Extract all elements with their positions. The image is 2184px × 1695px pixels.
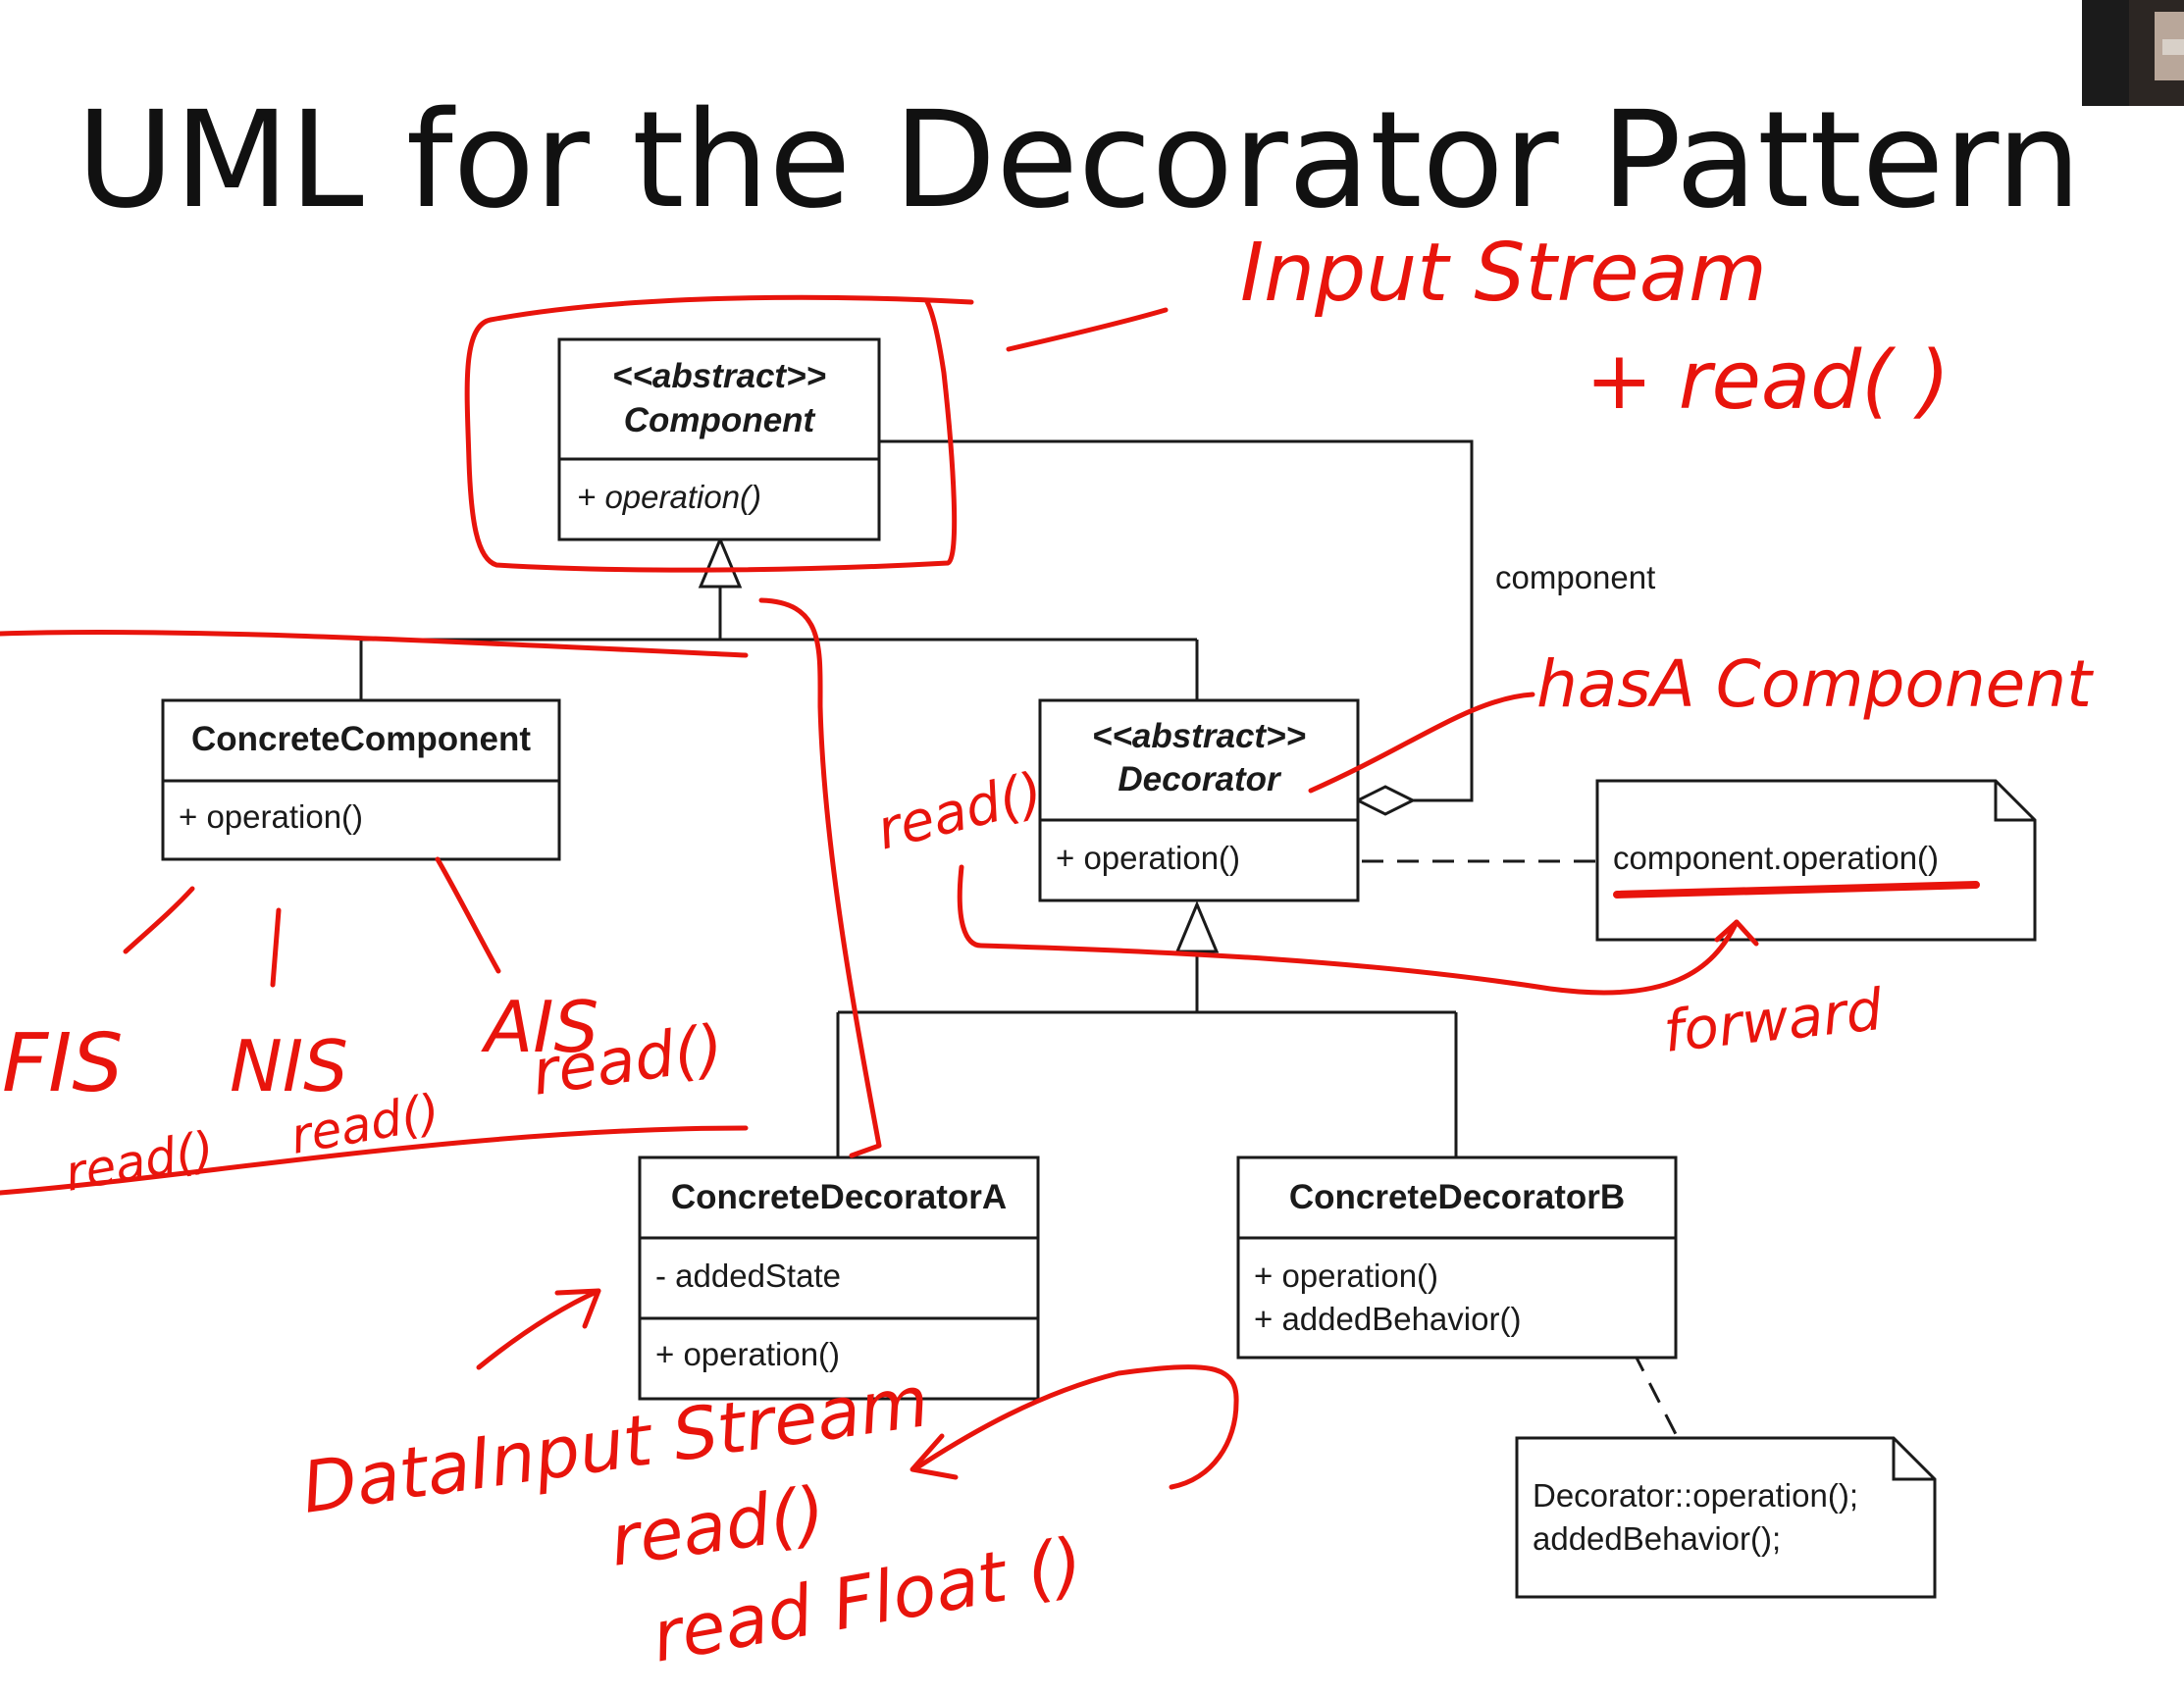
concrete-decorator-b-name: ConcreteDecoratorB <box>1289 1178 1625 1216</box>
aggregation-diamond <box>1354 785 1417 816</box>
ink-read-fis: read() <box>61 1120 218 1203</box>
concrete-decorator-b-method1: + operation() <box>1254 1258 1438 1294</box>
concrete-decorator-a-method: + operation() <box>655 1336 840 1372</box>
ink-nis: NIS <box>230 1025 348 1107</box>
decorator-stereotype: <<abstract>> <box>1092 717 1306 755</box>
class-concrete-decorator-a: ConcreteDecoratorA - addedState + operat… <box>638 1156 1040 1401</box>
inheritance-arrow-decorator <box>1174 900 1220 953</box>
decorator-name: Decorator <box>1118 760 1282 798</box>
component-name: Component <box>624 401 816 439</box>
ink-read-decorator: read() <box>871 760 1050 862</box>
inheritance-arrow-component <box>698 536 743 589</box>
note2-line1: Decorator::operation(); <box>1533 1477 1858 1514</box>
note-decorator-b: Decorator::operation(); addedBehavior(); <box>1515 1436 1937 1599</box>
note1-text: component.operation() <box>1613 840 1939 876</box>
concrete-decorator-a-name: ConcreteDecoratorA <box>671 1178 1007 1216</box>
ink-strokes <box>0 294 1980 1490</box>
class-concrete-decorator-b: ConcreteDecoratorB + operation() + added… <box>1236 1156 1678 1360</box>
association-label: component <box>1495 559 1655 595</box>
concrete-decorator-b-method2: + addedBehavior() <box>1254 1301 1521 1337</box>
concrete-component-name: ConcreteComponent <box>191 720 531 758</box>
ink-fis: FIS <box>2 1017 123 1110</box>
component-method: + operation() <box>577 479 761 515</box>
decorator-method: + operation() <box>1056 840 1240 876</box>
ink-has-a-component: hasA Component <box>1536 646 2094 722</box>
class-decorator: <<abstract>> Decorator + operation() <box>1038 698 1360 902</box>
uml-connectors <box>359 439 1680 1439</box>
note2-line2: addedBehavior(); <box>1533 1520 1781 1557</box>
ink-input-stream: Input Stream <box>1240 227 1767 320</box>
ink-dis-read: read() <box>605 1470 830 1582</box>
concrete-decorator-a-field: - addedState <box>655 1258 841 1294</box>
class-concrete-component: ConcreteComponent + operation() <box>161 698 561 861</box>
ink-forward: forward <box>1660 976 1886 1065</box>
note-component-operation: component.operation() <box>1595 779 2037 942</box>
ink-plus-read: + read( ) <box>1586 334 1950 428</box>
component-stereotype: <<abstract>> <box>612 357 826 395</box>
ink-ais: AIS <box>481 986 598 1068</box>
webcam-thumbnail <box>2082 0 2184 106</box>
concrete-component-method: + operation() <box>179 798 363 835</box>
class-component: <<abstract>> Component + operation() <box>557 337 881 541</box>
slide-title: UML for the Decorator Pattern <box>77 83 2081 238</box>
